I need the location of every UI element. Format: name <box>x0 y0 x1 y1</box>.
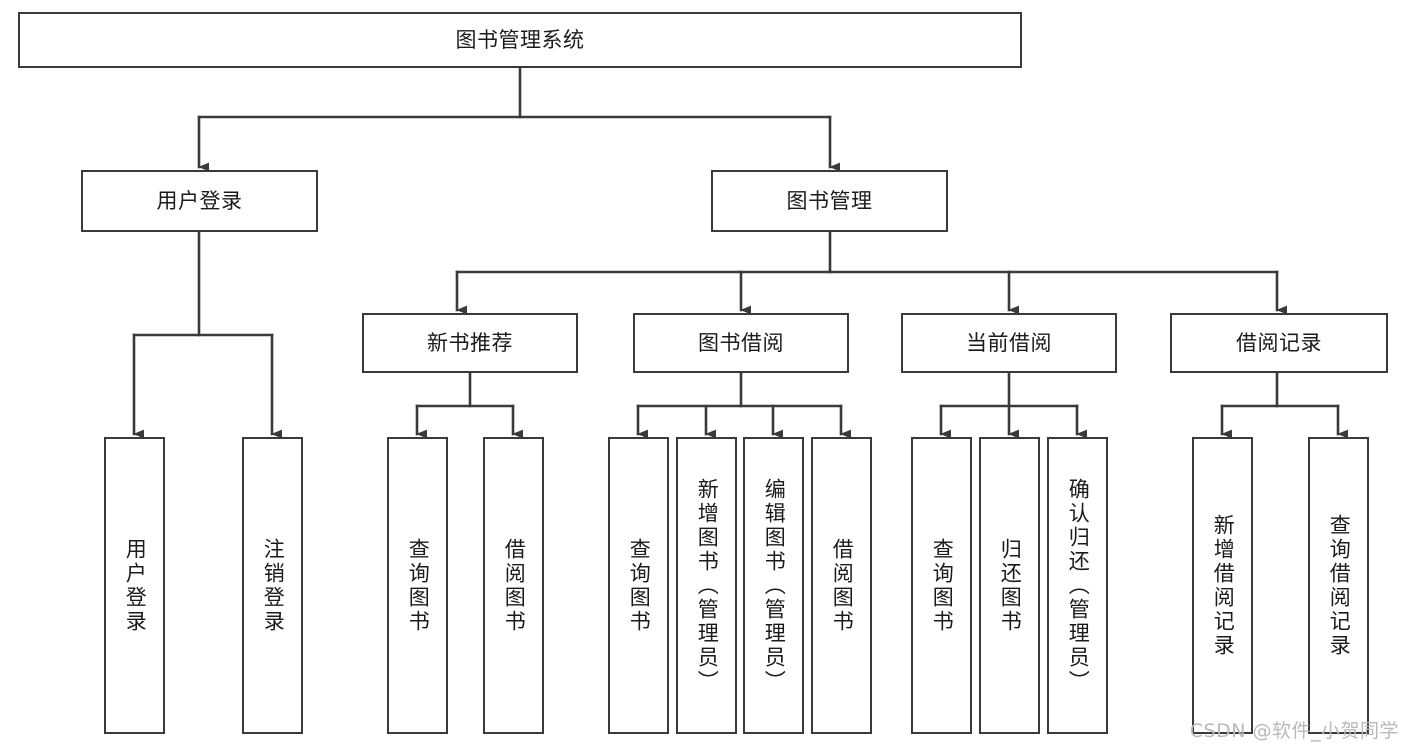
node-label: 当前借阅 <box>966 330 1052 355</box>
node-label: 新增图书（管理员） <box>695 477 720 694</box>
node-new-book-recommend[interactable]: 新书推荐 <box>362 313 578 373</box>
node-label: 用户登录 <box>123 537 148 634</box>
node-label: 借阅图书 <box>502 537 527 634</box>
node-leaf-edit-book-admin[interactable]: 编辑图书（管理员） <box>743 437 804 734</box>
node-label: 查询图书 <box>627 537 652 634</box>
node-label: 查询图书 <box>930 537 955 634</box>
node-leaf-query-book-current[interactable]: 查询图书 <box>911 437 972 734</box>
node-leaf-user-login[interactable]: 用户登录 <box>104 437 165 734</box>
node-leaf-logout[interactable]: 注销登录 <box>242 437 303 734</box>
node-current-borrow[interactable]: 当前借阅 <box>901 313 1117 373</box>
node-label: 图书管理系统 <box>455 27 585 52</box>
node-label: 借阅图书 <box>830 537 855 634</box>
node-leaf-add-book-admin[interactable]: 新增图书（管理员） <box>676 437 737 734</box>
node-label: 用户登录 <box>156 188 243 213</box>
node-label: 新增借阅记录 <box>1211 513 1236 658</box>
node-book-management[interactable]: 图书管理 <box>711 170 948 232</box>
node-label: 归还图书 <box>998 537 1023 634</box>
node-leaf-borrow-book-recommend[interactable]: 借阅图书 <box>483 437 544 734</box>
node-label: 查询图书 <box>406 537 431 634</box>
node-label: 借阅记录 <box>1236 330 1322 355</box>
node-leaf-query-book-borrow[interactable]: 查询图书 <box>608 437 669 734</box>
node-leaf-add-borrow-record[interactable]: 新增借阅记录 <box>1192 437 1253 734</box>
node-root-system[interactable]: 图书管理系统 <box>18 12 1022 68</box>
node-borrow-record[interactable]: 借阅记录 <box>1170 313 1388 373</box>
node-label: 查询借阅记录 <box>1327 513 1352 658</box>
node-book-borrow[interactable]: 图书借阅 <box>633 313 849 373</box>
node-leaf-confirm-return-admin[interactable]: 确认归还（管理员） <box>1047 437 1108 734</box>
node-label: 注销登录 <box>261 537 286 634</box>
node-user-login[interactable]: 用户登录 <box>81 170 318 232</box>
node-leaf-borrow-book[interactable]: 借阅图书 <box>811 437 872 734</box>
node-label: 图书管理 <box>786 188 873 213</box>
node-label: 新书推荐 <box>427 330 513 355</box>
node-label: 图书借阅 <box>698 330 784 355</box>
node-leaf-query-book-recommend[interactable]: 查询图书 <box>387 437 448 734</box>
node-label: 编辑图书（管理员） <box>762 477 787 694</box>
node-label: 确认归还（管理员） <box>1066 477 1091 694</box>
node-leaf-query-borrow-record[interactable]: 查询借阅记录 <box>1308 437 1369 734</box>
node-leaf-return-book[interactable]: 归还图书 <box>979 437 1040 734</box>
